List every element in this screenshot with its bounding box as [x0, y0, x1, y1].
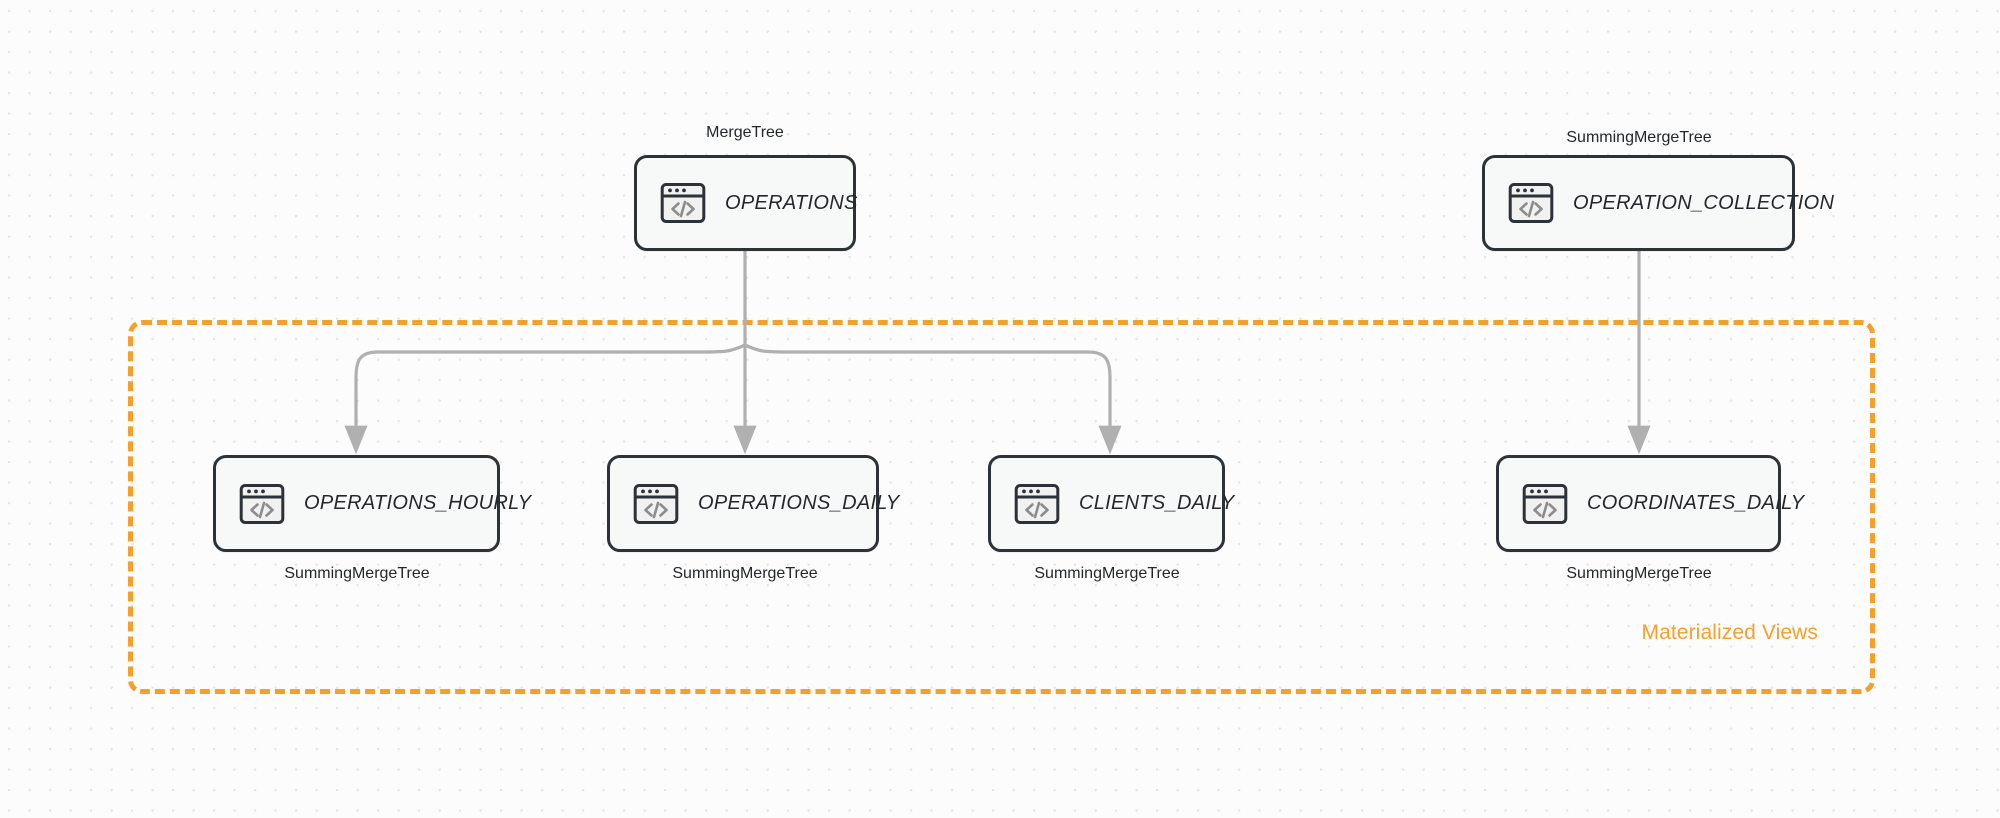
materialized-views-group: Materialized Views — [128, 320, 1875, 694]
code-window-icon — [1508, 183, 1554, 223]
node-operations[interactable]: OPERATIONS — [634, 155, 858, 251]
engine-caption-operation-collection: SummingMergeTree — [1566, 129, 1712, 146]
code-window-icon — [1522, 483, 1568, 524]
node-label-operations-hourly: OPERATIONS_HOURLY — [304, 492, 532, 514]
node-label-clients-daily: CLIENTS_DAILY — [1079, 492, 1235, 514]
code-window-icon — [239, 483, 285, 524]
node-clients-daily[interactable]: CLIENTS_DAILY — [988, 455, 1234, 552]
code-window-icon — [660, 183, 706, 223]
engine-caption-coordinates-daily: SummingMergeTree — [1566, 565, 1712, 582]
code-window-icon — [633, 483, 679, 524]
node-operations-daily[interactable]: OPERATIONS_DAILY — [607, 455, 899, 552]
node-coordinates-daily[interactable]: COORDINATES_DAILY — [1496, 455, 1804, 552]
node-label-coordinates-daily: COORDINATES_DAILY — [1587, 492, 1805, 514]
node-label-operations: OPERATIONS — [725, 191, 858, 214]
node-operations-hourly[interactable]: OPERATIONS_HOURLY — [213, 455, 531, 552]
code-window-icon — [1014, 483, 1060, 524]
node-operation-collection[interactable]: OPERATION_COLLECTION — [1482, 155, 1834, 251]
node-label-operations-daily: OPERATIONS_DAILY — [698, 492, 900, 514]
engine-caption-operations: MergeTree — [706, 124, 784, 141]
materialized-views-group-label: Materialized Views — [1641, 621, 1818, 644]
engine-caption-clients-daily: SummingMergeTree — [1034, 565, 1180, 582]
engine-caption-operations-daily: SummingMergeTree — [672, 565, 818, 582]
node-label-operation-collection: OPERATION_COLLECTION — [1573, 191, 1835, 214]
engine-caption-operations-hourly: SummingMergeTree — [284, 565, 430, 582]
